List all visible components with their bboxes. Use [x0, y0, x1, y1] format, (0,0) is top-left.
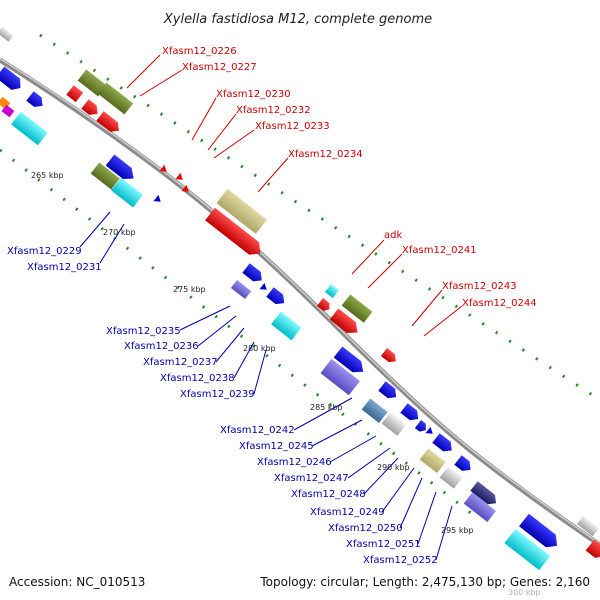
gene-label[interactable]: Xfasm12_0243 [442, 281, 517, 292]
gene-label[interactable]: Xfasm12_0229 [7, 246, 82, 257]
gene-feature-0245 [361, 398, 388, 424]
gene-feature-0231 [111, 177, 143, 208]
gene-label[interactable]: Xfasm12_0248 [291, 489, 366, 500]
gene-label[interactable]: Xfasm12_0233 [255, 121, 330, 132]
gene-feature-0235 [230, 280, 252, 300]
gene-label[interactable]: Xfasm12_0238 [160, 373, 235, 384]
forward-callout-lines [126, 54, 463, 337]
gene-label[interactable]: Xfasm12_0242 [220, 425, 295, 436]
reverse-callout-lines [79, 211, 453, 561]
gene-feature-0251 [463, 492, 496, 522]
tick-label: 275 kbp [173, 285, 206, 294]
gene-label[interactable]: Xfasm12_0252 [363, 555, 438, 566]
gene-feature-0226 [77, 69, 107, 97]
tick-label: 290 kbp [377, 463, 410, 472]
gene-feature-0250 [439, 466, 463, 489]
tick-label: 285 kbp [310, 403, 343, 412]
kbp-ticks: 265 kbp 270 kbp 275 kbp 280 kbp 285 kbp … [31, 171, 541, 597]
reverse-gene-features [0, 66, 558, 571]
gene-feature-0227 [97, 82, 134, 115]
gene-label[interactable]: Xfasm12_0249 [310, 507, 385, 518]
gene-label[interactable]: Xfasm12_0250 [328, 523, 403, 534]
gene-label[interactable]: Xfasm12_0234 [288, 149, 363, 160]
gene-label[interactable]: adk [384, 230, 402, 241]
tick-label: 280 kbp [243, 344, 276, 353]
gene-label[interactable]: Xfasm12_0236 [124, 341, 199, 352]
gene-feature-0242 [320, 358, 360, 396]
reverse-gene-labels: Xfasm12_0229 Xfasm12_0231 Xfasm12_0235 X… [7, 246, 438, 566]
gene-label[interactable]: Xfasm12_0247 [274, 473, 349, 484]
gene-feature-0246 [381, 412, 407, 436]
tick-label: 300 kbp [508, 588, 541, 597]
tick-label: 295 kbp [441, 526, 474, 535]
gene-label[interactable]: Xfasm12_0237 [143, 357, 218, 368]
gene-feature-0229 [90, 162, 120, 190]
gene-label[interactable]: Xfasm12_0251 [346, 539, 421, 550]
gene-label[interactable]: Xfasm12_0246 [257, 457, 332, 468]
gene-label[interactable]: Xfasm12_0230 [216, 89, 291, 100]
gene-label[interactable]: Xfasm12_0245 [239, 441, 314, 452]
gene-label[interactable]: Xfasm12_0227 [182, 62, 257, 73]
gene-label[interactable]: Xfasm12_0226 [162, 46, 237, 57]
gene-feature-0241 [341, 294, 373, 323]
gene-label[interactable]: Xfasm12_0239 [180, 389, 255, 400]
tick-label: 265 kbp [31, 171, 64, 180]
topology-label: Topology: circular; Length: 2,475,130 bp… [259, 575, 590, 589]
gene-feature-0234 [216, 188, 267, 234]
gene-label[interactable]: Xfasm12_0231 [27, 262, 102, 273]
gene-feature-0249 [419, 448, 446, 474]
gene-feature-0239 [271, 311, 302, 341]
gene-feature-0252 [504, 528, 551, 571]
gene-feature-adk [324, 284, 339, 299]
gene-label[interactable]: Xfasm12_0244 [462, 298, 537, 309]
gene-label[interactable]: Xfasm12_0241 [402, 245, 477, 256]
forward-gene-labels: Xfasm12_0226 Xfasm12_0227 Xfasm12_0230 X… [162, 46, 537, 309]
gene-label[interactable]: Xfasm12_0235 [106, 326, 181, 337]
map-title: Xylella fastidiosa M12, complete genome [163, 12, 432, 27]
accession-label: Accession: NC_010513 [9, 575, 145, 589]
gene-label[interactable]: Xfasm12_0232 [236, 105, 311, 116]
